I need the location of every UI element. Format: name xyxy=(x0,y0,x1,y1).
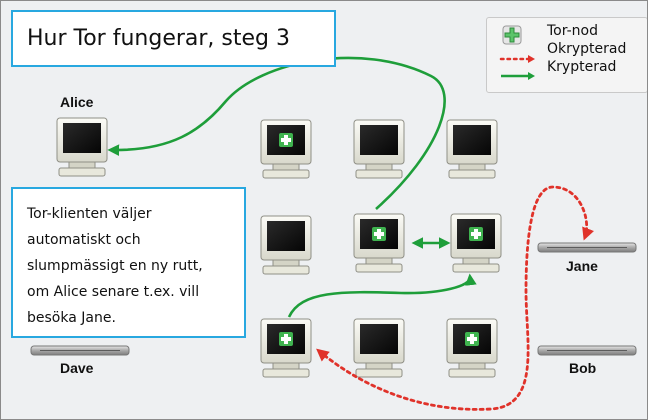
computer-icon xyxy=(260,215,312,275)
tor-node-legend-icon xyxy=(502,25,522,45)
info-line: besöka Jane. xyxy=(27,310,116,326)
info-line: automatiskt och xyxy=(27,232,141,248)
unencrypted-legend-icon xyxy=(499,55,535,63)
legend-tor-node-label: Tor-nod xyxy=(547,23,598,39)
page-title: Hur Tor fungerar, steg 3 xyxy=(11,10,336,67)
alice-label: Alice xyxy=(60,94,94,110)
jane-label: Jane xyxy=(566,258,598,274)
computer-icon xyxy=(353,119,405,179)
info-line: Tor-klienten väljer xyxy=(27,206,152,222)
tor-node-icon xyxy=(260,119,312,179)
dave-server-icon xyxy=(30,345,130,356)
bob-label: Bob xyxy=(569,360,597,376)
alice-computer-icon xyxy=(56,117,108,177)
legend-encrypted-label: Krypterad xyxy=(547,59,617,75)
tor-node-icon xyxy=(353,213,405,273)
title-text: Hur Tor fungerar, steg 3 xyxy=(27,26,290,51)
jane-server-icon xyxy=(537,242,637,253)
tor-node-icon xyxy=(446,318,498,378)
encrypted-link-node-to-exit xyxy=(287,273,477,318)
computer-icon xyxy=(446,119,498,179)
info-callout: Tor-klienten väljer automatiskt och slum… xyxy=(11,187,246,338)
computer-icon xyxy=(353,318,405,378)
legend-graphics xyxy=(499,25,535,80)
encrypted-legend-icon xyxy=(501,72,535,80)
tor-node-icon xyxy=(450,213,502,273)
info-line: om Alice senare t.ex. vill xyxy=(27,284,200,300)
legend: Tor-nod Okrypterad Krypterad xyxy=(486,17,647,93)
info-line: slumpmässigt en ny rutt, xyxy=(27,258,203,274)
tor-node-icon xyxy=(260,318,312,378)
dave-label: Dave xyxy=(60,360,94,376)
unencrypted-link-exit-to-jane xyxy=(316,185,594,411)
legend-unencrypted-label: Okrypterad xyxy=(547,41,627,57)
bob-server-icon xyxy=(537,345,637,356)
